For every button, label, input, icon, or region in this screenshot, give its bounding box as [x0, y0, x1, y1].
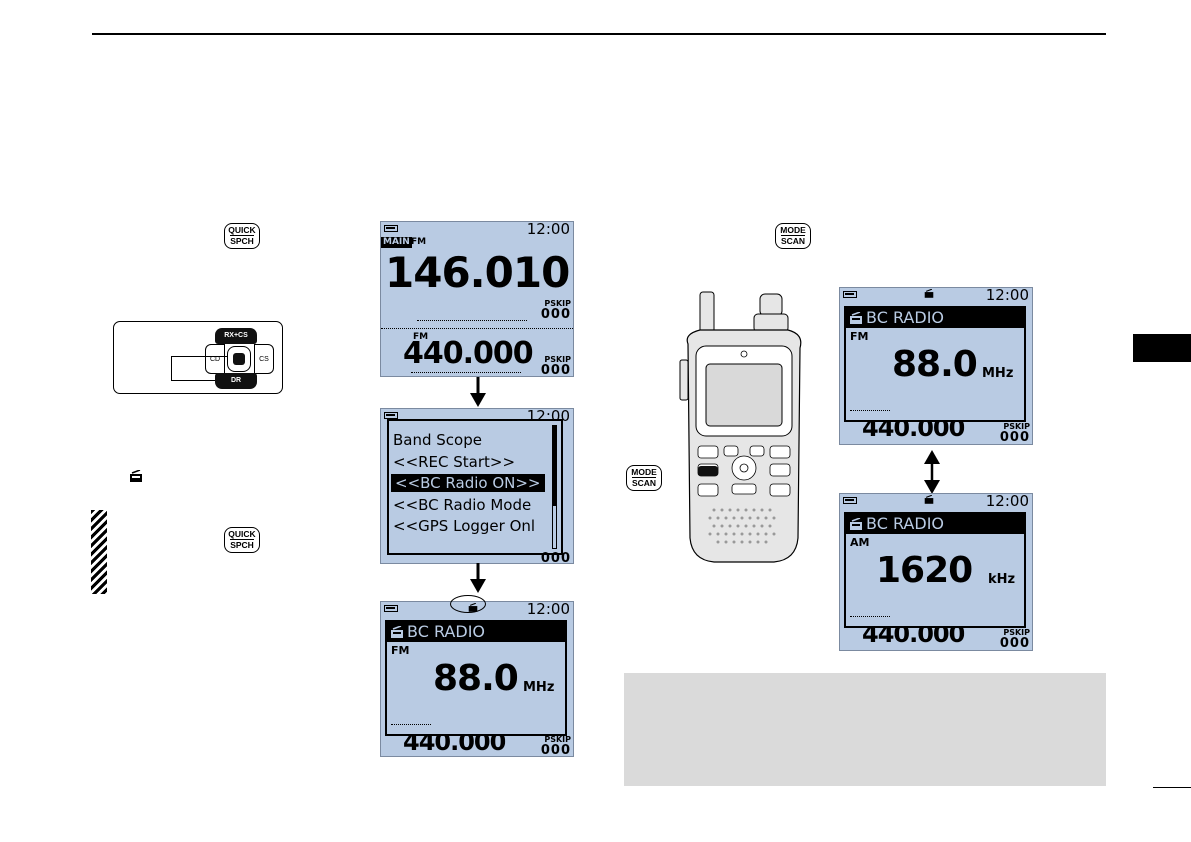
sub-pskip: PSKIP 000 — [540, 735, 571, 757]
menu-scrollbar[interactable] — [552, 425, 557, 549]
radio-icon — [924, 495, 934, 504]
battery-icon — [384, 225, 398, 232]
toggle-arrow-icon — [924, 450, 940, 494]
menu-item-bc-radio-on[interactable]: <<BC Radio ON>> — [391, 474, 545, 492]
sub-frequency-behind: 440.000 — [862, 414, 965, 442]
dial-center-key[interactable] — [227, 346, 251, 372]
menu-item-bc-radio-mode[interactable]: <<BC Radio Mode — [393, 496, 532, 514]
bc-radio-title: BC RADIO — [846, 308, 1024, 328]
bc-frequency: 1620 — [876, 550, 973, 591]
s-meter — [417, 318, 527, 321]
lcd-bc-radio-fm-screen: 12:00 BC RADIO FM 88.0 MHz 440.000 PSKIP… — [839, 287, 1033, 445]
battery-icon — [843, 291, 857, 298]
main-pskip: PSKIP 000 — [540, 299, 571, 322]
radio-icon — [850, 518, 862, 530]
battery-icon — [384, 605, 398, 612]
arrow-down-icon — [470, 563, 486, 593]
lcd-bc-radio-screen: 12:00 BC RADIO FM 88.0 MHz 440.000 PSKIP… — [380, 601, 574, 757]
radio-icon — [391, 626, 403, 638]
callout-line — [171, 380, 215, 381]
sub-pskip: PSKIP 000 — [999, 628, 1030, 651]
bc-radio-title: BC RADIO — [846, 514, 1024, 534]
menu-item-rec-start[interactable]: <<REC Start>> — [393, 453, 516, 471]
sub-frequency: 440.000 — [403, 336, 534, 371]
section-tab — [1133, 334, 1191, 362]
bc-unit: kHz — [988, 572, 1016, 587]
bc-unit: MHz — [523, 680, 555, 695]
main-frequency: 146.010 — [385, 248, 570, 297]
clock: 12:00 — [985, 493, 1029, 510]
battery-icon — [384, 412, 398, 419]
sub-pskip: 000 — [540, 551, 571, 564]
radio-icon — [850, 312, 862, 324]
s-meter — [850, 614, 890, 617]
note-box — [624, 673, 1106, 786]
band-divider — [381, 328, 573, 329]
bc-mode: AM — [850, 536, 870, 549]
radio-icon-highlight — [450, 595, 486, 613]
clock: 12:00 — [526, 221, 570, 238]
sub-mode: FM — [413, 332, 429, 342]
battery-icon — [843, 497, 857, 504]
bc-frequency: 88.0 — [892, 344, 978, 385]
s-meter — [411, 370, 521, 373]
cd-key[interactable]: CD — [205, 344, 225, 374]
bc-mode: FM — [391, 644, 410, 657]
bc-radio-window: BC RADIO AM 1620 kHz — [844, 512, 1026, 628]
clock: 12:00 — [526, 601, 570, 618]
menu-item-gps-logger[interactable]: <<GPS Logger Onl — [393, 517, 536, 535]
transceiver-illustration — [679, 291, 802, 563]
keypad-illustration: CD CS RX+CS DR — [113, 321, 283, 394]
dr-key[interactable]: DR — [215, 373, 257, 389]
cs-key[interactable]: CS — [254, 344, 274, 374]
sub-pskip: PSKIP 000 — [540, 355, 571, 377]
callout-line — [171, 356, 228, 357]
main-band-tag: MAIN — [381, 237, 412, 248]
sub-pskip: PSKIP 000 — [999, 422, 1030, 445]
bc-unit: MHz — [982, 366, 1014, 381]
bc-mode: FM — [850, 330, 869, 343]
top-rule — [92, 33, 1106, 35]
quick-spch-key-icon: QUICK SPCH — [224, 223, 260, 249]
bc-radio-title: BC RADIO — [387, 622, 565, 642]
callout-line — [171, 356, 172, 380]
note-hatch-marker — [91, 510, 107, 594]
quick-menu: Band Scope <<REC Start>> <<BC Radio ON>>… — [387, 419, 563, 555]
radio-icon — [924, 289, 934, 298]
clock: 12:00 — [985, 287, 1029, 304]
lcd-frequency-screen: 12:00 MAIN FM 146.010 PSKIP 000 FM 440.0… — [380, 221, 574, 377]
arrow-down-icon — [470, 377, 486, 407]
s-meter — [391, 722, 431, 725]
bc-radio-window: BC RADIO FM 88.0 MHz — [385, 620, 567, 736]
mode-scan-key-icon: MODE SCAN — [626, 465, 662, 491]
lcd-menu-screen: 12:00 Band Scope <<REC Start>> <<BC Radi… — [380, 408, 574, 564]
main-mode: FM — [411, 237, 427, 247]
sub-frequency-behind: 440.000 — [862, 620, 965, 648]
rx-cs-key[interactable]: RX+CS — [215, 328, 257, 344]
sub-frequency-behind: 440.000 — [403, 728, 506, 756]
quick-spch-key-icon: QUICK SPCH — [224, 527, 260, 553]
s-meter — [850, 408, 890, 411]
radio-icon — [130, 470, 142, 482]
page-number-rule — [1153, 787, 1191, 788]
bc-radio-window: BC RADIO FM 88.0 MHz — [844, 306, 1026, 422]
mode-scan-key-icon: MODE SCAN — [775, 223, 811, 249]
lcd-bc-radio-am-screen: 12:00 BC RADIO AM 1620 kHz 440.000 PSKIP… — [839, 493, 1033, 651]
bc-frequency: 88.0 — [433, 658, 519, 699]
menu-item-band-scope[interactable]: Band Scope — [393, 431, 482, 449]
